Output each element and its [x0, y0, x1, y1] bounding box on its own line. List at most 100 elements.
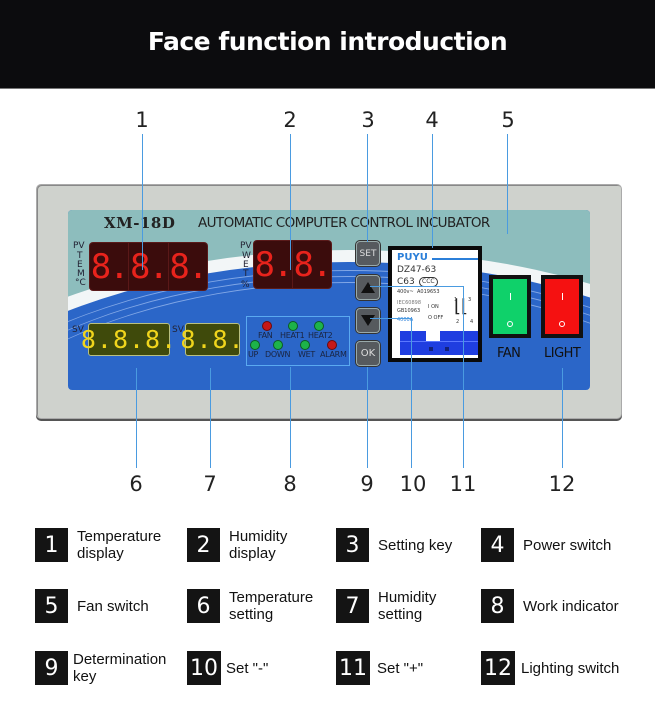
breaker-terminal-2: 2: [456, 319, 460, 325]
callout-number-8: 8: [283, 472, 297, 496]
temp-digit: 8.: [129, 243, 169, 290]
legend-item-9: 9 Determination key: [35, 651, 178, 685]
breaker-handle-gap: [426, 331, 440, 341]
callout-number-4: 4: [425, 108, 439, 132]
temp-vertical-label-e: E: [77, 260, 83, 270]
callout-line-8: [290, 367, 291, 468]
humidity-digit: 8.: [293, 244, 333, 285]
humidity-display: 8. 8.: [254, 241, 333, 288]
breaker-terminal-1: 1: [454, 297, 458, 303]
humidity-vertical-label-unit: %: [241, 280, 250, 290]
up-key-button[interactable]: [356, 275, 380, 300]
light-rocker-switch[interactable]: [541, 275, 583, 338]
breaker-circuit-symbol-icon: ⌊⌊: [454, 296, 469, 317]
legend-number: 1: [35, 528, 68, 562]
light-switch-label: LIGHT: [544, 346, 581, 361]
breaker-terminal-4: 4: [470, 319, 474, 325]
header-banner: Face function introduction: [0, 0, 655, 89]
indicator-label-fan: FAN: [258, 331, 273, 340]
legend-text: Humidity display: [229, 528, 288, 562]
indicator-led-up: [251, 341, 259, 349]
breaker-rating: C63: [397, 277, 415, 287]
indicator-label-up: UP: [248, 350, 259, 359]
callout-line-10-horizontal: [370, 318, 411, 319]
callout-line-11-horizontal: [370, 286, 463, 287]
breaker-code: A019653: [417, 289, 440, 295]
legend-item-6: 6 Temperature setting: [187, 589, 339, 623]
breaker-terminal-3: 3: [468, 297, 472, 303]
callout-line-2: [290, 134, 291, 270]
legend-item-11: 11 Set "+": [336, 651, 423, 685]
temp-vertical-label-t: T: [77, 251, 83, 261]
temp-pv-label: PV: [73, 241, 85, 251]
legend-number: 4: [481, 528, 514, 562]
legend-text: Setting key: [378, 536, 453, 554]
humidity-digit: 8.: [254, 241, 293, 288]
callout-number-3: 3: [361, 108, 375, 132]
legend-number: 12: [481, 651, 515, 685]
legend-number: 6: [187, 589, 220, 623]
humidity-vertical-label-e: E: [243, 260, 249, 270]
callout-line-12: [562, 368, 563, 468]
power-switch-breaker[interactable]: PUYU DZ47-63 C63 CCC 400v~ A019653 IEC60…: [388, 246, 482, 362]
legend-number: 5: [35, 589, 68, 623]
callout-number-6: 6: [129, 472, 143, 496]
legend-text: Determination key: [73, 651, 167, 685]
indicator-led-wet: [301, 341, 309, 349]
header-divider: [0, 88, 655, 89]
temperature-display: 8. 8. 8.: [90, 243, 208, 290]
product-title: AUTOMATIC COMPUTER CONTROL INCUBATOR: [198, 215, 490, 231]
callout-number-7: 7: [203, 472, 217, 496]
indicator-led-heat1: [289, 322, 297, 330]
legend-text: Work indicator: [523, 597, 619, 615]
up-arrow-icon: [361, 282, 375, 293]
legend-text: Temperature display: [77, 528, 162, 562]
fan-rocker-switch[interactable]: [489, 275, 531, 338]
legend-text: Fan switch: [77, 597, 149, 615]
legend-number: 11: [336, 651, 370, 685]
temp-vertical-label-unit: °C: [75, 278, 86, 288]
legend-item-10: 10 Set "-": [187, 651, 268, 685]
off-mark-icon: [559, 321, 565, 327]
breaker-handle-base: [400, 341, 478, 355]
temp-vertical-label-m: M: [77, 269, 85, 279]
callout-line-4: [432, 134, 433, 248]
breaker-model: DZ47-63: [397, 265, 437, 275]
indicator-label-wet: WET: [298, 350, 315, 359]
legend-text: Humidity setting: [378, 589, 437, 623]
indicator-led-heat2: [315, 322, 323, 330]
down-key-button[interactable]: [356, 308, 380, 333]
legend-item-4: 4 Power switch: [481, 528, 611, 562]
breaker-standard-gb: GB10963: [397, 308, 421, 314]
breaker-brand: PUYU: [397, 252, 428, 263]
callout-number-10: 10: [399, 472, 427, 496]
ok-key-button[interactable]: OK: [356, 341, 380, 366]
legend-item-8: 8 Work indicator: [481, 589, 619, 623]
humidity-setting-display: 8.8.: [180, 323, 245, 356]
indicator-label-heat1: HEAT1: [280, 331, 305, 340]
legend-number: 2: [187, 528, 220, 562]
breaker-capacity: 4000A: [397, 317, 414, 323]
work-indicator-panel: [246, 316, 350, 366]
legend-item-2: 2 Humidity display: [187, 528, 304, 562]
indicator-led-alarm: [328, 341, 336, 349]
temperature-setting-display: 8.8.8.: [80, 323, 178, 356]
callout-number-11: 11: [449, 472, 477, 496]
off-mark-icon: [507, 321, 513, 327]
humidity-pv-label: PV: [240, 241, 252, 251]
indicator-led-fan: [263, 322, 271, 330]
humidity-vertical-label-w: W: [242, 251, 251, 261]
callout-number-5: 5: [501, 108, 515, 132]
callout-number-2: 2: [283, 108, 297, 132]
indicator-label-heat2: HEAT2: [308, 331, 333, 340]
legend-text: Set "-": [226, 659, 269, 677]
breaker-on-label: I ON: [428, 304, 439, 310]
temp-digit: 8.: [90, 243, 130, 290]
set-key-button[interactable]: SET: [356, 241, 380, 266]
legend-item-7: 7 Humidity setting: [336, 589, 453, 623]
callout-line-3: [367, 134, 368, 242]
legend-number: 10: [187, 651, 221, 685]
breaker-brand-line: [432, 258, 478, 260]
legend-item-12: 12 Lighting switch: [481, 651, 619, 685]
callout-line-10: [411, 318, 412, 468]
